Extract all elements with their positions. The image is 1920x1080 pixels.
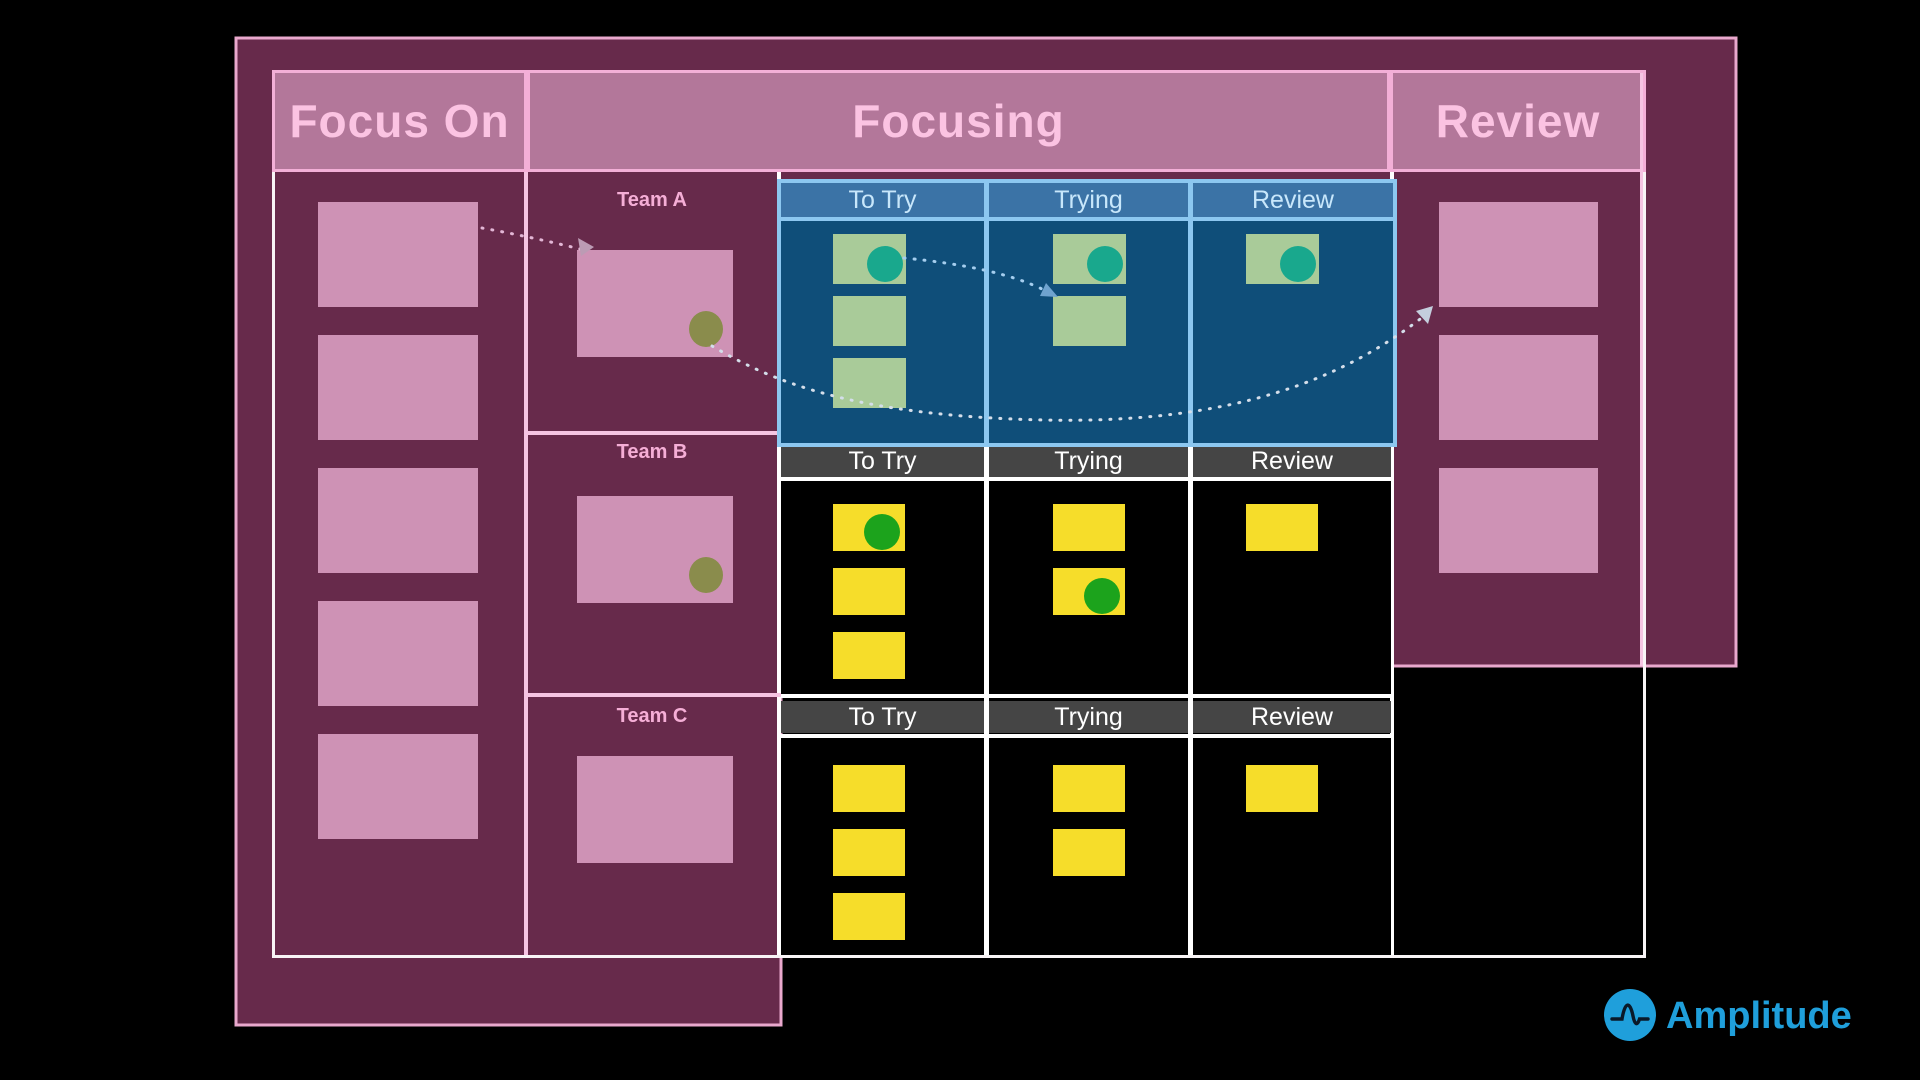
sticky-card	[1053, 568, 1125, 615]
sticky-card	[833, 296, 906, 346]
subtable-vline-2	[1188, 441, 1193, 955]
team-c-header-underline	[781, 734, 1391, 738]
subtable-vline-1	[984, 441, 989, 955]
team-c-to-try-cards	[833, 765, 905, 940]
sticky-card	[1246, 504, 1318, 551]
team-a-header-underline	[781, 217, 1393, 221]
team-c-trying-label: Trying	[1054, 702, 1123, 731]
team-a-review-label: Review	[1252, 185, 1334, 214]
sticky-card	[833, 829, 905, 876]
sticky-card	[833, 632, 905, 679]
amplitude-wave-glyph	[1610, 1003, 1650, 1026]
team-c-header-review: Review	[1193, 701, 1391, 733]
team-a-header-review: Review	[1193, 183, 1393, 217]
team-b-label: Team B	[616, 441, 688, 463]
row-line-team-b-c	[524, 693, 781, 697]
sticky-card	[1053, 829, 1125, 876]
header-focusing-label: Focusing	[852, 95, 1065, 147]
team-a-trying-cards	[1053, 234, 1126, 346]
team-b-review-cards	[1246, 504, 1318, 551]
team-b-card	[577, 496, 733, 603]
team-b-trying-label: Trying	[1054, 446, 1123, 475]
team-b-header-to-try: To Try	[781, 445, 984, 477]
team-b-card-marker	[689, 557, 723, 593]
team-c-review-cards	[1246, 765, 1318, 812]
status-dot	[864, 514, 900, 550]
team-a-card	[577, 250, 733, 357]
grid-vline-teams	[777, 172, 781, 955]
team-c-trying-cards	[1053, 765, 1125, 876]
item-card	[318, 468, 478, 573]
team-c-header-trying: Trying	[989, 701, 1188, 733]
row-line-team-a-b	[524, 431, 781, 435]
status-dot	[867, 246, 903, 282]
sticky-card	[1246, 765, 1318, 812]
sticky-card	[1053, 234, 1126, 284]
team-b-bottom-line	[781, 694, 1391, 698]
status-dot	[1084, 578, 1120, 614]
team-b-header-review: Review	[1193, 445, 1391, 477]
status-dot	[1280, 246, 1316, 282]
team-a-card-marker	[689, 311, 723, 347]
team-a-to-try-label: To Try	[848, 185, 917, 214]
team-c-review-label: Review	[1251, 702, 1333, 731]
sticky-card	[1053, 504, 1125, 551]
status-dot	[1087, 246, 1123, 282]
team-a-trying-label: Trying	[1054, 185, 1123, 214]
item-card	[318, 601, 478, 706]
focus-on-card-stack	[318, 202, 478, 839]
grid-vline-review	[1390, 172, 1394, 955]
grid-vline-focus-on	[524, 172, 528, 955]
team-b-header-trying: Trying	[989, 445, 1188, 477]
review-column-card-stack	[1439, 202, 1598, 573]
sticky-card	[1053, 296, 1126, 346]
team-a-header-to-try: To Try	[781, 183, 984, 217]
team-a-vline-2	[1188, 183, 1193, 443]
team-c-to-try-label: To Try	[848, 702, 917, 731]
item-card	[1439, 335, 1598, 440]
amplitude-logo-circle	[1604, 989, 1656, 1041]
item-card	[318, 734, 478, 839]
header-review-label: Review	[1435, 95, 1601, 147]
sticky-card	[833, 234, 906, 284]
item-card	[1439, 202, 1598, 307]
team-a-to-try-cards	[833, 234, 906, 408]
header-focus-on-label: Focus On	[289, 95, 510, 147]
header-review: Review	[1390, 70, 1646, 172]
sticky-card	[833, 765, 905, 812]
team-c-card	[577, 756, 733, 863]
sticky-card	[833, 568, 905, 615]
sticky-card	[833, 358, 906, 408]
sticky-card	[1246, 234, 1319, 284]
amplitude-logo-icon	[1604, 989, 1656, 1041]
team-a-review-cards	[1246, 234, 1319, 284]
sticky-card	[833, 504, 905, 551]
amplitude-logo-svg	[1604, 989, 1656, 1041]
sticky-card	[1053, 765, 1125, 812]
grid-right-border-pink	[1640, 73, 1643, 666]
sticky-card	[833, 893, 905, 940]
team-b-to-try-cards	[833, 504, 905, 679]
team-a-label: Team A	[616, 189, 688, 211]
team-c-header-to-try: To Try	[781, 701, 984, 733]
amplitude-wordmark: Amplitude	[1666, 995, 1852, 1037]
item-card	[1439, 468, 1598, 573]
team-b-review-label: Review	[1251, 446, 1333, 475]
header-focus-on: Focus On	[272, 70, 527, 172]
team-a-vline-1	[984, 183, 989, 443]
header-focusing: Focusing	[527, 70, 1390, 172]
team-b-header-underline	[781, 477, 1391, 481]
item-card	[318, 202, 478, 307]
item-card	[318, 335, 478, 440]
team-c-label: Team C	[616, 705, 688, 727]
team-b-trying-cards	[1053, 504, 1125, 615]
team-b-to-try-label: To Try	[848, 446, 917, 475]
team-a-header-trying: Trying	[989, 183, 1188, 217]
